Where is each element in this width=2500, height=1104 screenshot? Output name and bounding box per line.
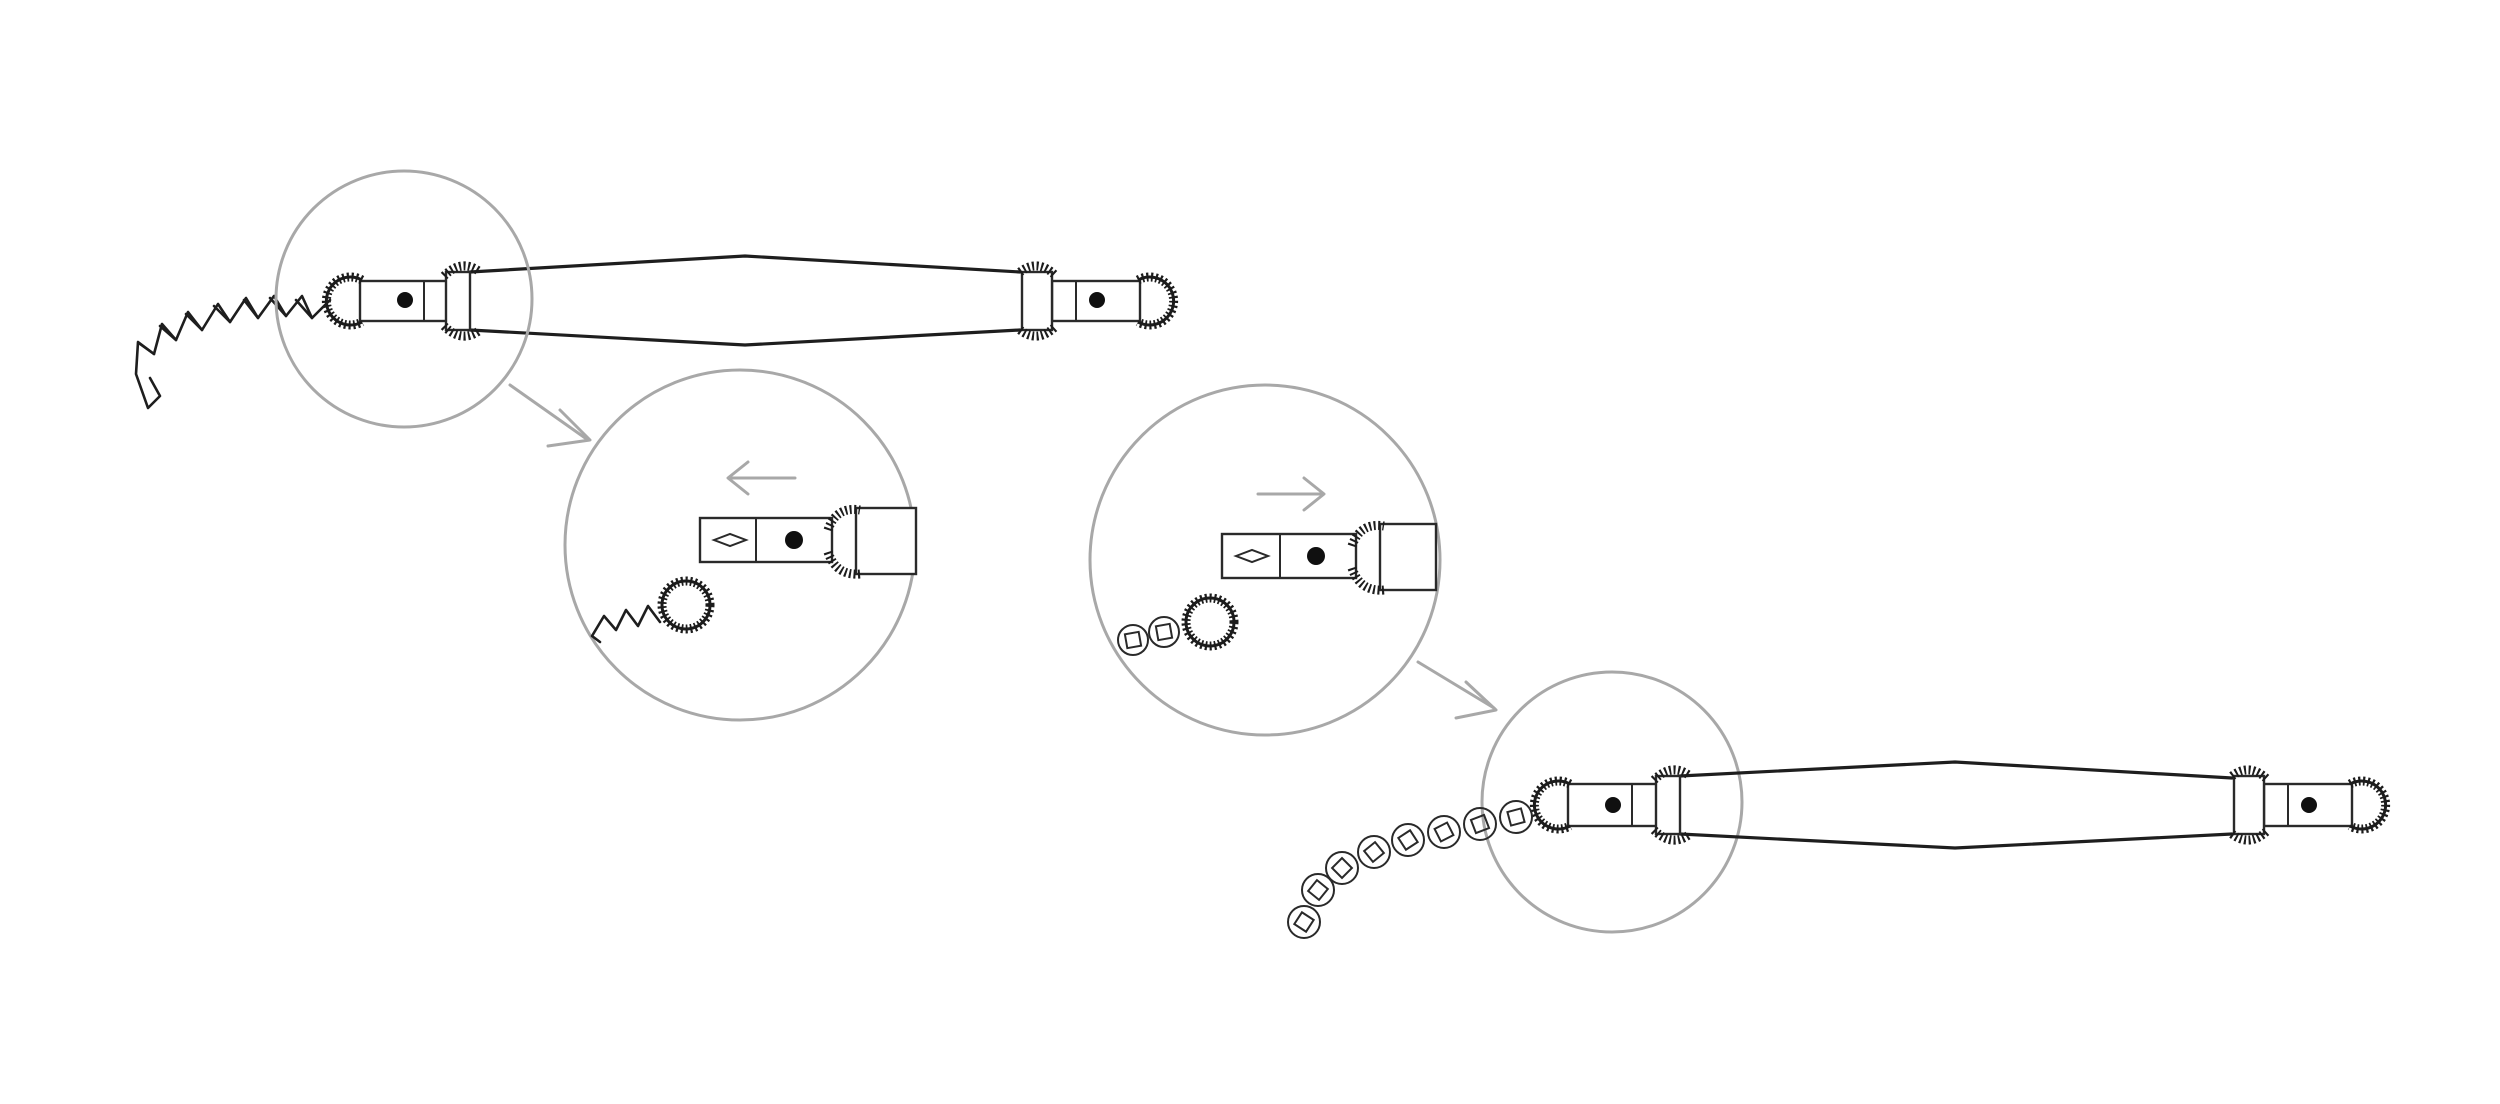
zoom-zigzag-fragment [590,604,662,644]
lower-link-arm [1529,760,2391,850]
bead [1287,905,1321,939]
zoom-circle-bead [1088,383,1442,737]
upper-left-grommet [440,261,483,341]
zoom-zigzag-bracket [698,516,834,564]
upper-arm-body [468,254,1022,347]
upper-right-grommet [1017,261,1060,341]
zoom-bead-pin-dot [1307,547,1325,565]
lower-left-pin-dot [1605,797,1621,813]
upper-link-arm [321,254,1179,347]
zoom-zigzag-pin-dot [785,531,803,549]
upper-right-flange [1020,270,1054,332]
bead-chain [1287,800,1533,939]
lower-arm-body [1678,760,2234,850]
zoom-zigzag-flange [854,506,918,576]
lower-left-flange [1654,774,1682,836]
zoom-zigzag-diamond-slot [711,532,749,548]
detail-arrow-left [508,383,592,448]
bead [1499,800,1533,834]
bead [1427,815,1461,849]
lower-right-bracket [2262,782,2354,828]
lower-right-pin-dot [2301,797,2317,813]
detail-circle-left [274,169,534,429]
upper-left-flange [444,270,472,332]
zoom-bead-flange [1378,522,1438,592]
lower-right-flange [2232,774,2266,836]
zoom-circle-bead-outline [1088,383,1442,737]
bead [1357,835,1391,869]
zigzag-spring-chain [134,294,332,410]
bead [1391,823,1425,857]
detail-arrow-right [1416,660,1498,720]
left-arrow-icon [726,460,797,496]
zoom-bead-fragment [1117,616,1180,656]
zoom-bead-diamond-slot [1233,548,1271,564]
zoom-bead-bracket [1220,532,1358,580]
zigzag-spring-crosslinks [138,296,314,356]
bead [1301,873,1335,907]
upper-left-bracket [358,279,450,323]
lower-right-grommet [2229,765,2272,845]
detail-circle-right [1480,670,1744,934]
bead [1325,851,1359,885]
upper-right-pin-dot [1089,292,1105,308]
right-arrow-icon [1256,476,1326,512]
zigzag-spring-path [134,294,332,410]
upper-left-pin-dot [397,292,413,308]
lower-left-grommet [1650,765,1693,845]
zoom-circle-zigzag [563,368,918,722]
bead [1463,807,1497,841]
